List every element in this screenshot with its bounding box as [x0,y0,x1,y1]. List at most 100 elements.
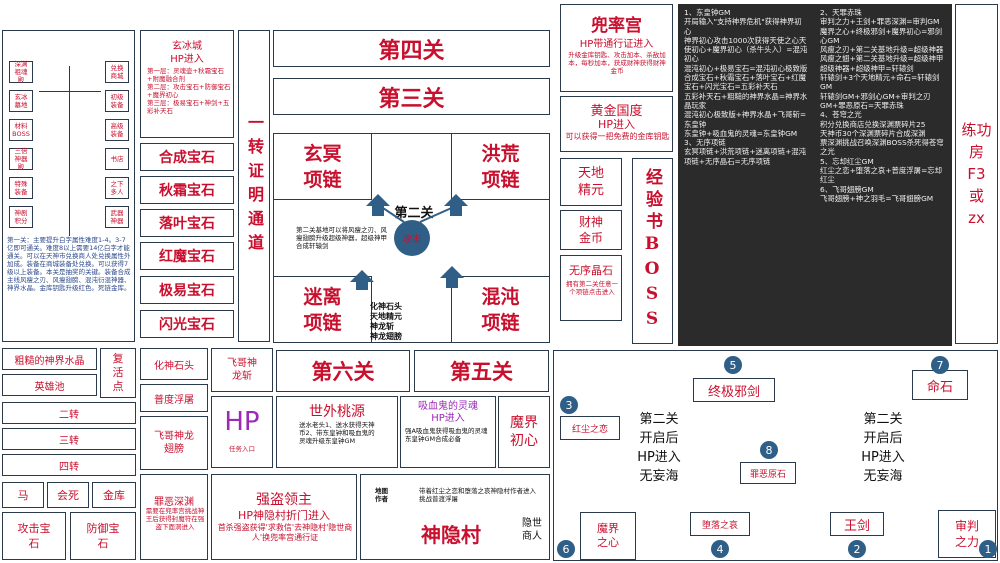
gem-luoye[interactable]: 落叶宝石 [140,209,234,237]
mojie-zhixin[interactable]: 魔界 之心 [580,512,636,560]
sidebar-item[interactable]: 武器 神器 [105,206,129,228]
huangjin-title: 黄金国度 [590,104,643,119]
sidebar-item[interactable]: 书店 [105,148,129,170]
transfer-passage[interactable]: 一转证明通道 [238,30,270,342]
wuxu-desc: 拥有第二关任意一个项链点击进入 [566,280,618,296]
second-transfer[interactable]: 二转 [2,402,136,424]
hp-mission[interactable]: HP 任务入口 [211,396,273,468]
level-three[interactable]: 第三关 [273,78,550,115]
gem-hongmo[interactable]: 红魔宝石 [140,242,234,270]
sin-origin-stone[interactable]: 罪恶原石 [740,462,796,484]
exp-book-boss[interactable]: 经验书BOSS [632,158,673,344]
bandit-lord[interactable]: 强盗领主 HP神隐村折门进入 首杀强盗获得'求救信'去神隐村'隐世商人'换兜率宫… [211,474,357,560]
shiwai-taoyuan[interactable]: 世外桃源 送水老头1、送水获得天神币2、带东皇钟和吸血鬼的灵魂升级东皇钟GM [276,396,398,468]
huangjin-country[interactable]: 黄金国度 HP进入 可以获得一把免费的金库钥匙 [560,96,673,152]
fourth-transfer[interactable]: 四转 [2,454,136,476]
doushuai-palace[interactable]: 兜率宫 HP带通行证进入 升级金库钥匙、攻击加本、杀敌加本，每秒加本，获成财神获… [560,4,673,92]
marker-2: 2 [848,540,866,558]
sidebar-item[interactable]: 之下 多人 [105,177,129,199]
shiwai-desc: 送水老头1、送水获得天神币2、带东皇钟和吸血鬼的灵魂升级东皇钟GM [299,421,375,445]
marker-8: 8 [760,441,778,459]
honghuang-necklace[interactable]: 洪荒 项链 [451,134,549,200]
attack-gem[interactable]: 攻击宝 石 [2,512,66,560]
defense-gem[interactable]: 防御宝 石 [70,512,136,560]
shiwai-title: 世外桃源 [309,404,365,420]
vampire-soul[interactable]: 吸血鬼的灵魂 HP进入 强A吸血鬼获得吸血鬼的灵魂东皇钟GM合成必备 [400,396,496,468]
sidebar-item[interactable]: 材料 BOSS [9,119,33,141]
wuwang-sea-entry-1: 第二关 开启后 HP进入 无妄海 [637,412,681,484]
fate-stone[interactable]: 命石 [912,370,968,400]
sidebar-item[interactable]: 特殊 装备 [9,177,33,199]
crude-crystal[interactable]: 粗糙的神界水晶 [2,348,97,370]
pudu-futu[interactable]: 普度浮屠 [140,384,208,412]
arrow-up [440,266,464,288]
hundun-necklace[interactable]: 混沌 项链 [451,276,549,342]
level-two-items: 化神石头 天地精元 神龙斩 神龙翅膀 [370,302,402,341]
sidebar-item[interactable]: 初级 装备 [105,90,129,112]
level-four[interactable]: 第四关 [273,30,550,67]
sidebar-item[interactable]: 神剧 积分 [9,206,33,228]
huashen-stone[interactable]: 化神石头 [140,348,208,380]
training-room[interactable]: 练功房 F3 或 zx [955,4,998,344]
sidebar-item[interactable]: 三倍 神器 殿 [9,147,33,171]
arrow-line [419,205,457,223]
sidebar-item[interactable]: 高级 装备 [105,119,129,141]
level-six[interactable]: 第六关 [276,350,410,392]
gem-shanguang[interactable]: 闪光宝石 [140,310,234,338]
treasury[interactable]: 金库 [92,482,136,508]
map-author: 地图 作者 [375,487,388,503]
doushuai-desc: 升级金库钥匙、攻击加本、杀敌加本，每秒加本，获成财神获得财神金币 [568,51,666,75]
hero-pool[interactable]: 英雄池 [2,374,97,396]
feige-longzhan[interactable]: 飞哥神 龙斩 [211,348,273,392]
training-room-label: 练功房 F3 或 zx [961,121,992,227]
shenyin-village[interactable]: 地图 作者 带着红尘之恋和堕落之哀神隐村作者进入挑战普渡浮屠 神隐村 隐世 商人 [360,474,550,560]
zuie-abyss[interactable]: 罪恶深渊 需要在兜率宫挑战神王后获得封魔符在强盗下面洞进入 [140,474,208,560]
marker-6: 6 [557,540,575,558]
level-two-center[interactable]: 攻击 [394,220,430,256]
mojie-chuxin[interactable]: 魔界 初心 [498,396,550,468]
marker-1: 1 [979,540,997,558]
level-two-block: 玄冥 项链 洪荒 项链 迷离 项链 混沌 项链 第二关 第二关基地可以将风瘦之刃… [273,133,550,343]
ultimate-evil-sword[interactable]: 终极邪剑 [693,378,775,402]
transfer-passage-label: 一转证明通道 [245,114,264,258]
tiandi-jingyuan[interactable]: 天地 精元 [560,158,622,206]
exp-book-boss-label: 经验书BOSS [642,168,662,334]
gem-qiushuang[interactable]: 秋霜宝石 [140,176,234,204]
feige-chibang[interactable]: 飞哥神龙 翅膀 [140,416,208,470]
sidebar-divider [69,66,70,236]
yinshi-merchant[interactable]: 隐世 商人 [522,518,542,542]
third-transfer[interactable]: 三转 [2,428,136,450]
king-sword[interactable]: 王剑 [830,512,884,536]
level-five[interactable]: 第五关 [414,350,549,392]
hongchen-love[interactable]: 红尘之恋 [560,416,620,440]
doushuai-subtitle: HP带通行证进入 [579,39,654,50]
sidebar-item[interactable]: 兑换 商城 [105,61,129,83]
doushuai-title: 兜率宫 [591,16,642,36]
respawn-point[interactable]: 复 活 点 [100,348,136,398]
level-two-center-label: 攻击 [402,234,421,245]
sidebar-note: 第一关：主要提升白字属性难度1-4。3-7亿即可通关。难度8以上需要14亿白字才… [7,236,131,292]
arrow-up [350,270,374,290]
xuanbing-floors: 第一层：灵魂壶+秋霜宝石+附魔融合剂 第二层：攻击宝石+防御宝石+魔界初心 第三… [147,67,231,115]
gem-jiyi[interactable]: 极易宝石 [140,276,234,304]
duoluo-sorrow[interactable]: 堕落之哀 [690,512,750,536]
sidebar-left-column: 深渊 祖魂 殿 玄冰 墓地 材料 BOSS 三倍 神器 殿 特殊 装备 神剧 积… [9,60,33,228]
gem-synthesis[interactable]: 合成宝石 [140,143,234,171]
arrow-line [379,205,405,223]
sidebar-divider [39,91,101,92]
mili-necklace[interactable]: 迷离 项链 [274,276,372,342]
sidebar-item[interactable]: 深渊 祖魂 殿 [9,60,33,84]
bandit-title: 强盗领主 [256,492,312,508]
xuanming-necklace[interactable]: 玄冥 项链 [274,134,372,200]
wuxu-crystal[interactable]: 无序晶石 拥有第二关任意一个项链点击进入 [560,255,622,321]
sidebar-item[interactable]: 玄冰 墓地 [9,90,33,112]
xuanbing-city-panel[interactable]: 玄冰城 HP进入 第一层：灵魂壶+秋霜宝石+附魔融合剂 第二层：攻击宝石+防御宝… [140,30,234,138]
huisi[interactable]: 会死 [47,482,89,508]
recipe-panel-right: 2、天罪赤珠 审判之力+王剑+罪恶深渊=审判GM 魔界之心+终极邪剑+魔界初心=… [814,4,952,346]
marker-7: 7 [931,356,949,374]
bandit-desc: 首杀强盗获得'求救信'去神隐村'隐世商人'换兜率宫通行证 [217,523,353,542]
hp-label: HP [224,407,260,437]
horse[interactable]: 马 [2,482,44,508]
caishen-coin[interactable]: 财神 金币 [560,210,622,250]
